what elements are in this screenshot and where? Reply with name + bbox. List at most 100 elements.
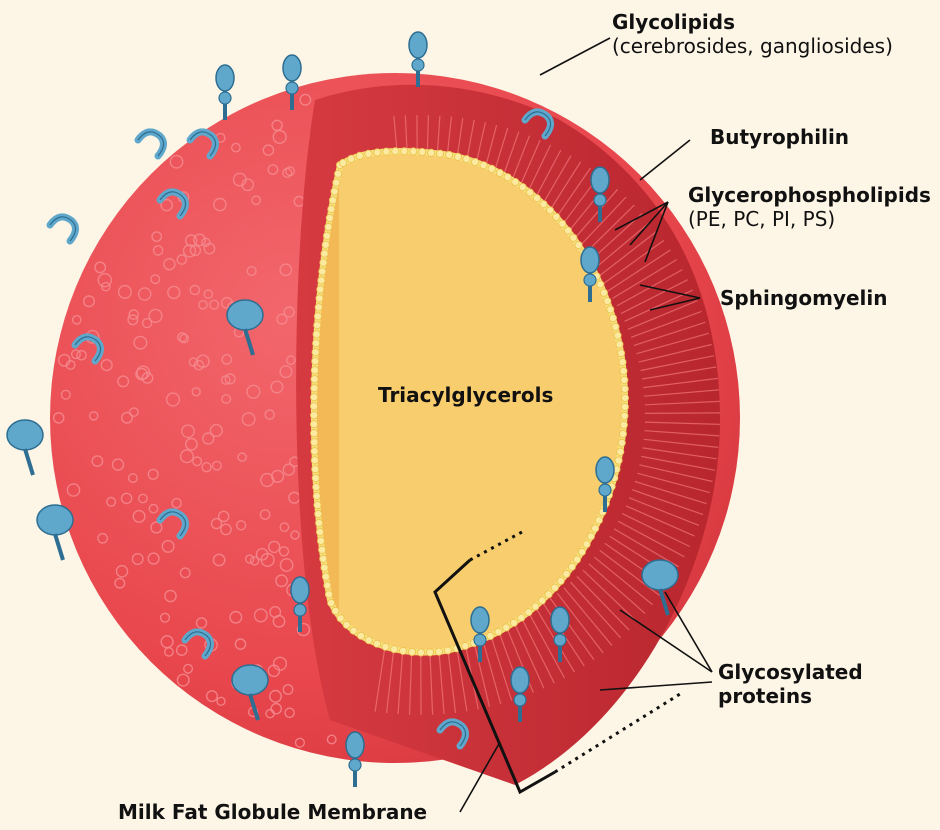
- phospholipid-head: [480, 162, 487, 169]
- protein-bead: [514, 694, 526, 706]
- phospholipid-head: [435, 648, 442, 655]
- lipid-tail: [645, 413, 720, 414]
- phospholipid-head: [383, 148, 390, 155]
- phospholipid-head: [313, 331, 320, 338]
- protein-head: [511, 667, 529, 693]
- phospholipid-head: [350, 627, 357, 634]
- phospholipid-head: [525, 609, 532, 616]
- phospholipid-head: [462, 642, 469, 649]
- phospholipid-head: [564, 227, 571, 234]
- phospholipid-head: [532, 603, 539, 610]
- phospholipid-head: [526, 189, 533, 196]
- phospholipid-head: [310, 421, 317, 428]
- phospholipid-head: [325, 223, 332, 230]
- phospholipid-head: [333, 179, 340, 186]
- protein-head: [596, 457, 614, 483]
- protein-bead: [219, 92, 231, 104]
- phospholipid-head: [313, 340, 320, 347]
- protein-head: [291, 577, 309, 603]
- phospholipid-head: [487, 632, 494, 639]
- protein-bead: [474, 634, 486, 646]
- phospholipid-head: [313, 493, 320, 500]
- phospholipid-head: [311, 385, 318, 392]
- phospholipid-head: [312, 466, 319, 473]
- phospholipid-head: [324, 582, 331, 589]
- phospholipid-head: [374, 640, 381, 647]
- phospholipid-head: [311, 430, 318, 437]
- protein-bead: [594, 194, 606, 206]
- phospholipid-head: [488, 165, 495, 172]
- protein-head: [471, 607, 489, 633]
- phospholipid-head: [311, 439, 318, 446]
- phospholipid-head: [595, 517, 602, 524]
- protein-hook: [50, 217, 76, 241]
- phospholipid-head: [519, 184, 526, 191]
- phospholipid-head: [357, 632, 364, 639]
- glycosylated-proteins-line2: proteins: [718, 684, 863, 708]
- glycoprotein-callout-line-1: [665, 592, 712, 672]
- phospholipid-head: [597, 281, 604, 288]
- phospholipid-head: [503, 624, 510, 631]
- protein-head: [283, 55, 301, 81]
- phospholipid-head: [321, 564, 328, 571]
- phospholipid-head: [559, 220, 566, 227]
- phospholipid-head: [539, 597, 546, 604]
- phospholipid-head: [547, 207, 554, 214]
- phospholipid-head: [331, 188, 338, 195]
- protein-head: [227, 300, 263, 330]
- phospholipid-head: [496, 169, 503, 176]
- phospholipid-head: [454, 153, 461, 160]
- phospholipid-head: [313, 484, 320, 491]
- phospholipid-head: [400, 647, 407, 654]
- phospholipid-head: [314, 313, 321, 320]
- phospholipid-head: [619, 359, 626, 366]
- phospholipid-head: [619, 430, 626, 437]
- phospholipid-head: [337, 615, 344, 622]
- phospholipid-head: [618, 439, 625, 446]
- phospholipid-head: [540, 201, 547, 208]
- phospholipid-head: [621, 385, 628, 392]
- glycosylated-proteins-label: Glycosylated proteins: [718, 660, 863, 708]
- protein-bead: [349, 759, 361, 771]
- phospholipid-head: [551, 584, 558, 591]
- phospholipid-head: [316, 528, 323, 535]
- glycosylated-proteins-line1: Glycosylated: [718, 660, 863, 684]
- phospholipid-head: [329, 197, 336, 204]
- triacylglycerols-label: Triacylglycerols: [378, 383, 553, 407]
- phospholipid-head: [315, 510, 322, 517]
- phospholipid-head: [512, 178, 519, 185]
- glycolipids-subtitle: (cerebrosides, gangliosides): [612, 34, 893, 58]
- phospholipid-head: [570, 234, 577, 241]
- phospholipid-head: [312, 475, 319, 482]
- glycolipids-title: Glycolipids: [612, 10, 893, 34]
- protein-bead: [412, 59, 424, 71]
- protein-head: [591, 167, 609, 193]
- phospholipid-head: [311, 457, 318, 464]
- protein-bead: [294, 604, 306, 616]
- phospholipid-head: [587, 533, 594, 540]
- phospholipid-head: [408, 648, 415, 655]
- phospholipid-head: [621, 376, 628, 383]
- phospholipid-head: [392, 148, 399, 155]
- phospholipid-head: [563, 570, 570, 577]
- phospholipid-head: [328, 599, 335, 606]
- phospholipid-head: [332, 607, 339, 614]
- phospholipid-head: [616, 341, 623, 348]
- phospholipid-head: [320, 259, 327, 266]
- phospholipid-head: [573, 556, 580, 563]
- phospholipid-head: [428, 149, 435, 156]
- phospholipid-head: [322, 573, 329, 580]
- phospholipid-head: [311, 394, 318, 401]
- phospholipid-head: [417, 649, 424, 656]
- phospholipid-head: [317, 286, 324, 293]
- phospholipid-head: [312, 349, 319, 356]
- phospholipid-head: [504, 174, 511, 181]
- phospholipid-head: [401, 148, 408, 155]
- protein-head: [551, 607, 569, 633]
- protein-head: [232, 665, 268, 695]
- phospholipid-head: [592, 525, 599, 532]
- phospholipid-head: [463, 156, 470, 163]
- phospholipid-head: [315, 304, 322, 311]
- protein-head: [642, 560, 678, 590]
